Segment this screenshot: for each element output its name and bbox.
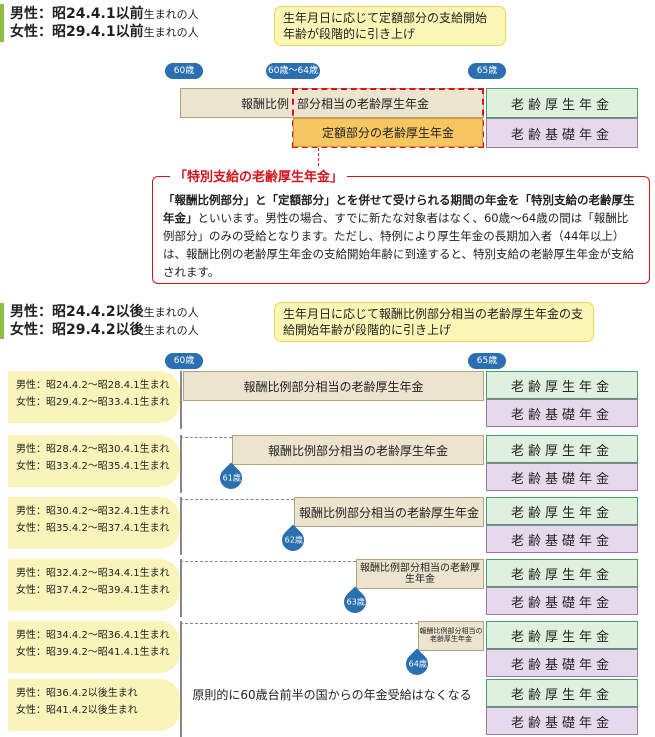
kiso-box: 老齢基礎年金 (486, 399, 638, 427)
callout-connector (318, 148, 319, 166)
kiso-box: 老齢基礎年金 (486, 707, 638, 735)
start-age-marker: 62歳 (277, 524, 309, 556)
hirei-bar-row-3: 報酬比例部分相当の老齢厚生年金 (356, 559, 484, 589)
dashed-lead (180, 499, 294, 500)
section2-female-heading: 女性：昭29.4.2以後生まれの人 (10, 322, 199, 338)
s2-age-60-badge: 60歳 (165, 353, 203, 369)
kiso-box: 老齢基礎年金 (486, 587, 638, 615)
male-range: 男性：昭30.4.2～昭32.4.1生まれ (16, 506, 170, 517)
age60-line (180, 621, 182, 679)
section1-female-heading: 女性：昭29.4.1以前生まれの人 (10, 24, 199, 40)
section2-note: 生年月日に応じて報酬比例部分相当の老齢厚生年金の支給開始年齢が段階的に引き上げ (274, 302, 594, 342)
kosei-box: 老齢厚生年金 (486, 621, 638, 649)
kiso-box: 老齢基礎年金 (486, 649, 638, 677)
callout-box: 「報酬比例部分」と「定額部分」とを併せて受けられる期間の年金を「特別支給の老齢厚… (152, 176, 650, 284)
birth-group-1: 男性：昭28.4.2～昭30.4.1生まれ女性：昭33.4.2～昭35.4.1生… (8, 435, 180, 487)
female-range: 女性：昭41.4.2以後生まれ (16, 705, 138, 716)
hirei-prefix: 報酬比例 (241, 96, 290, 111)
start-age-marker: 63歳 (339, 586, 371, 618)
start-age-marker: 64歳 (401, 648, 433, 680)
female-range: 女性：昭35.4.2～昭37.4.1生まれ (16, 523, 170, 534)
age60-line (180, 435, 182, 493)
kosei-box: 老齢厚生年金 (486, 371, 638, 399)
section1-male-heading: 男性：昭24.4.1以前生まれの人 (10, 6, 199, 22)
male-range: 男性：昭36.4.2以後生まれ (16, 688, 138, 699)
kosei-box: 老齢厚生年金 (486, 679, 638, 707)
section2-male-heading: 男性：昭24.4.2以後生まれの人 (10, 304, 199, 320)
hirei-bar: 報酬比例 部分相当の老齢厚生年金 (180, 88, 484, 118)
hirei-bar-row-4: 報酬比例部分相当の老齢厚生年金 (418, 621, 484, 651)
kosei-box: 老齢厚生年金 (486, 497, 638, 525)
callout-title: 「特別支給の老齢厚生年金」 (170, 166, 348, 185)
dashed-lead (180, 437, 232, 438)
female-range: 女性：昭39.4.2～昭41.4.1生まれ (16, 647, 170, 658)
callout-bold: 「報酬比例部分」と「定額部分」とを併せて受けられる期間の年金を「特別支給の老齢厚… (163, 193, 635, 225)
start-age-marker: 61歳 (215, 462, 247, 494)
start-age-label: 64歳 (408, 659, 427, 669)
section1-note: 生年月日に応じて定額部分の支給開始年齢が段階的に引き上げ (274, 6, 506, 46)
kosei-box: 老齢厚生年金 (486, 435, 638, 463)
start-age-label: 62歳 (284, 535, 303, 545)
birth-group-2: 男性：昭30.4.2～昭32.4.1生まれ女性：昭35.4.2～昭37.4.1生… (8, 497, 180, 549)
birth-group-0: 男性：昭24.4.2～昭28.4.1生まれ女性：昭29.4.2～昭33.4.1生… (8, 371, 180, 423)
teigaku-bar: 定額部分の老齢厚生年金 (293, 118, 483, 147)
hirei-bar-row-2: 報酬比例部分相当の老齢厚生年金 (294, 497, 484, 527)
age60-line (180, 371, 182, 429)
hirei-bar-row-1: 報酬比例部分相当の老齢厚生年金 (232, 435, 484, 465)
kiso-box-s1: 老齢基礎年金 (486, 118, 638, 148)
kiso-box: 老齢基礎年金 (486, 463, 638, 491)
hirei-rest: 部分相当の老齢厚生年金 (297, 96, 430, 111)
male-range: 男性：昭28.4.2～昭30.4.1生まれ (16, 444, 170, 455)
age60-line (180, 679, 182, 737)
start-age-label: 61歳 (222, 473, 241, 483)
age-60-badge: 60歳 (165, 63, 203, 79)
birth-group-5: 男性：昭36.4.2以後生まれ女性：昭41.4.2以後生まれ (8, 679, 180, 731)
s2-age-65-badge: 65歳 (468, 353, 506, 369)
female-range: 女性：昭37.4.2～昭39.4.1生まれ (16, 585, 170, 596)
birth-group-3: 男性：昭32.4.2～昭34.4.1生まれ女性：昭37.4.2～昭39.4.1生… (8, 559, 180, 611)
age-60-64-badge: 60歳～64歳 (266, 63, 320, 79)
kosei-box-s1: 老齢厚生年金 (486, 88, 638, 118)
birth-group-4: 男性：昭34.4.2～昭36.4.1生まれ女性：昭39.4.2～昭41.4.1生… (8, 621, 180, 673)
kosei-box: 老齢厚生年金 (486, 559, 638, 587)
section2-marker (0, 303, 4, 339)
age-65-badge: 65歳 (468, 63, 506, 79)
dashed-lead (180, 623, 418, 624)
age60-line (180, 559, 182, 617)
callout-text: といいます。男性の場合、すでに新たな対象者はなく、60歳～64歳の間は「報酬比例… (163, 211, 635, 279)
male-range: 男性：昭24.4.2～昭28.4.1生まれ (16, 380, 170, 391)
kiso-box: 老齢基礎年金 (486, 525, 638, 553)
female-range: 女性：昭29.4.2～昭33.4.1生まれ (16, 397, 170, 408)
female-range: 女性：昭33.4.2～昭35.4.1生まれ (16, 461, 170, 472)
hirei-bar-row-5: 原則的に60歳台前半の国からの年金受給はなくなる (192, 687, 472, 702)
section1-marker (0, 4, 4, 42)
age60-line (180, 497, 182, 555)
start-age-label: 63歳 (346, 597, 365, 607)
dashed-lead (180, 561, 356, 562)
male-range: 男性：昭32.4.2～昭34.4.1生まれ (16, 568, 170, 579)
hirei-bar-row-0: 報酬比例部分相当の老齢厚生年金 (183, 371, 484, 401)
male-range: 男性：昭34.4.2～昭36.4.1生まれ (16, 630, 170, 641)
